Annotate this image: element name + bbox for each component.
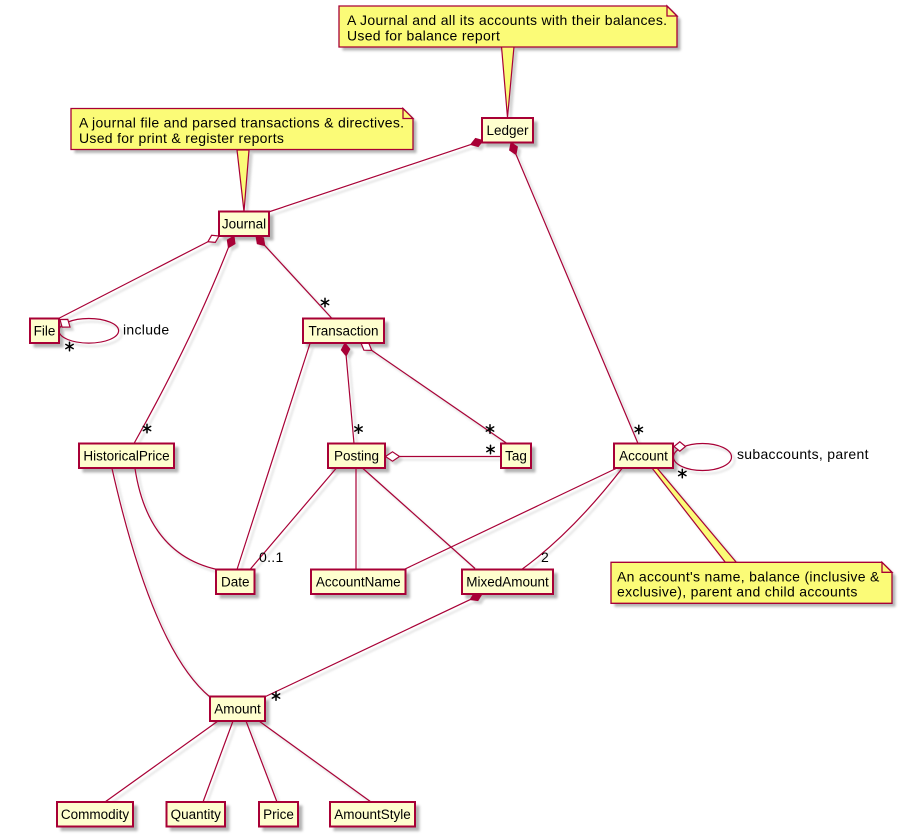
svg-text:An account's name, balance (in: An account's name, balance (inclusive & bbox=[617, 568, 880, 584]
svg-text:2: 2 bbox=[541, 549, 549, 565]
svg-text:Transaction: Transaction bbox=[308, 324, 378, 339]
svg-text:subaccounts, parent: subaccounts, parent bbox=[737, 446, 869, 462]
svg-text:Posting: Posting bbox=[334, 449, 379, 464]
svg-text:Date: Date bbox=[221, 575, 250, 590]
svg-text:0..1: 0..1 bbox=[259, 549, 284, 565]
svg-text:Journal: Journal bbox=[222, 217, 266, 232]
svg-text:Ledger: Ledger bbox=[486, 123, 529, 138]
svg-text:File: File bbox=[34, 324, 56, 339]
svg-text:Commodity: Commodity bbox=[61, 807, 130, 822]
svg-text:Tag: Tag bbox=[505, 449, 527, 464]
svg-text:AmountStyle: AmountStyle bbox=[334, 807, 411, 822]
svg-text:AccountName: AccountName bbox=[316, 575, 401, 590]
svg-text:Used for balance report: Used for balance report bbox=[347, 27, 500, 43]
svg-text:HistoricalPrice: HistoricalPrice bbox=[83, 449, 169, 464]
svg-text:MixedAmount: MixedAmount bbox=[466, 575, 549, 590]
svg-text:Price: Price bbox=[263, 807, 294, 822]
svg-text:exclusive), parent and child a: exclusive), parent and child accounts bbox=[617, 584, 858, 600]
svg-text:Account: Account bbox=[619, 449, 668, 464]
svg-text:A Journal and all its accounts: A Journal and all its accounts with thei… bbox=[347, 12, 667, 28]
svg-text:A journal file and parsed tran: A journal file and parsed transactions &… bbox=[79, 115, 404, 131]
svg-text:Amount: Amount bbox=[214, 702, 261, 717]
svg-text:Quantity: Quantity bbox=[171, 807, 222, 822]
svg-text:include: include bbox=[123, 322, 169, 338]
svg-text:Used for print & register repo: Used for print & register reports bbox=[79, 130, 284, 146]
